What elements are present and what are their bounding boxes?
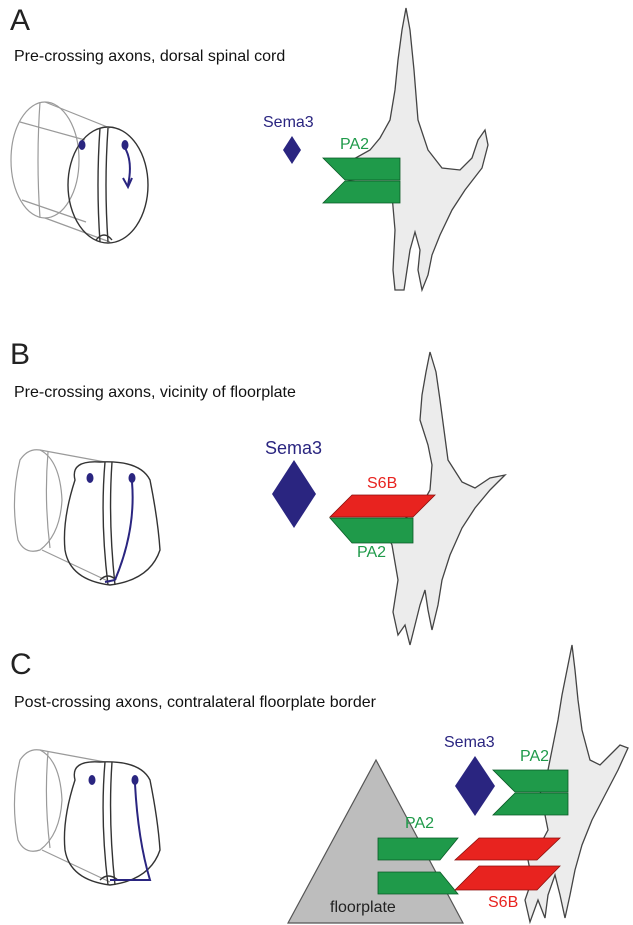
pa2-receptor-growth-cone-c — [493, 770, 571, 816]
neuron-cell-body — [87, 473, 94, 483]
sema3-label-b: Sema3 — [265, 438, 322, 459]
s6b-receptor-c — [455, 838, 563, 892]
neuron-cell-body — [89, 775, 96, 785]
panel-a: A Pre-crossing axons, dorsal spinal cord… — [0, 0, 633, 300]
panel-a-letter: A — [10, 4, 30, 38]
panel-b-letter: B — [10, 338, 30, 372]
panel-c-caption: Post-crossing axons, contralateral floor… — [14, 694, 376, 712]
pa2-label-b: PA2 — [357, 544, 386, 562]
s6b-label-b: S6B — [367, 475, 397, 493]
spinal-cord-cylinder-b — [0, 440, 180, 590]
panel-a-caption: Pre-crossing axons, dorsal spinal cord — [14, 48, 285, 66]
panel-b: B Pre-crossing axons, vicinity of floorp… — [0, 300, 633, 630]
panel-c-letter: C — [10, 648, 32, 682]
sema3-label-a: Sema3 — [263, 114, 314, 132]
sema3-diamond-c — [455, 756, 495, 816]
growth-cone-a — [330, 8, 633, 298]
pa2-label-floorplate-c: PA2 — [405, 815, 434, 833]
pa2-label-growth-cone-c: PA2 — [520, 748, 549, 766]
panel-c: C Post-crossing axons, contralateral flo… — [0, 630, 633, 925]
sema3-diamond-b — [272, 460, 316, 528]
pa2-label-a: PA2 — [340, 136, 369, 154]
sema3-label-c: Sema3 — [444, 734, 495, 752]
neuron-cell-body — [132, 775, 139, 785]
neuron-cell-body — [79, 140, 86, 150]
neuron-cell-body — [129, 473, 136, 483]
sema3-diamond-a — [283, 136, 301, 164]
pa2-receptor-floorplate-c — [378, 838, 460, 896]
spinal-cord-cylinder-c — [0, 740, 185, 890]
s6b-pa2-receptor-b — [330, 495, 440, 545]
s6b-label-c: S6B — [488, 894, 518, 912]
floorplate-label: floorplate — [330, 899, 396, 917]
spinal-cord-cylinder-a — [0, 90, 170, 260]
panel-b-caption: Pre-crossing axons, vicinity of floorpla… — [14, 384, 296, 402]
pa2-receptor-a — [323, 158, 403, 204]
